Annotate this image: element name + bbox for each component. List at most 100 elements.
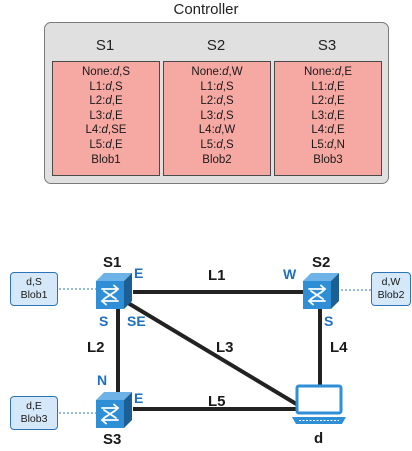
- port-s3-e-label: E: [134, 390, 144, 406]
- rule-row: L4:d,W: [198, 124, 236, 137]
- rule-row: None:d,E: [304, 66, 352, 78]
- rule-destination: d: [222, 66, 229, 78]
- rule-port: E: [336, 80, 345, 93]
- rule-port: S: [225, 138, 234, 151]
- link-l3-label: L3: [216, 339, 234, 356]
- switch-s3-name: S3: [103, 431, 122, 448]
- rule-port: E: [114, 138, 123, 151]
- rule-row: L2:d,E: [311, 95, 345, 108]
- rule-destination: d: [101, 124, 108, 137]
- blob3-name: Blob3: [20, 413, 48, 425]
- rule-link: L1: [89, 80, 103, 93]
- rule-port: S: [122, 66, 130, 78]
- rule-row: None:d,S: [82, 66, 130, 78]
- switch-s2-icon: [303, 273, 339, 309]
- rule-destination: d: [214, 124, 222, 137]
- rule-destination: d: [216, 80, 223, 93]
- rule-row: L5:d,E: [89, 138, 123, 151]
- blob2-name: Blob2: [377, 289, 405, 301]
- link-l5-label: L5: [208, 393, 226, 410]
- port-s2-s-label: S: [324, 313, 334, 329]
- rule-link: None: [304, 66, 332, 78]
- rule-link: L1: [311, 80, 325, 93]
- rule-port: W: [224, 124, 236, 137]
- rule-row: L1:d,E: [311, 80, 345, 93]
- rule-destination: d: [327, 95, 334, 108]
- rule-link: L3: [311, 109, 325, 122]
- controller-s3-header: S3: [317, 37, 337, 54]
- port-s1-se-label: SE: [127, 313, 146, 329]
- controller-s2-header: S2: [206, 37, 226, 54]
- rule-destination: d: [105, 138, 112, 151]
- rule-port: E: [344, 66, 352, 78]
- rule-row: Blob3: [275, 153, 381, 168]
- rule-port: S: [225, 80, 234, 93]
- rule-blob: Blob2: [202, 153, 232, 166]
- rule-row: L5:d,N: [311, 138, 345, 151]
- rule-port: E: [336, 109, 345, 122]
- blob3-box: d,E Blob3: [10, 396, 58, 430]
- port-s3-n-label: N: [97, 372, 108, 388]
- rule-link: L2: [89, 95, 103, 108]
- rule-destination: d: [216, 109, 223, 122]
- rule-port: S: [225, 109, 234, 122]
- blob2-value: d,W: [381, 276, 401, 288]
- blob1-name: Blob1: [20, 289, 48, 301]
- rule-row: L2:d,E: [89, 95, 123, 108]
- rule-row: L3:d,E: [311, 109, 345, 122]
- rule-row: L1:d,S: [89, 80, 123, 93]
- rule-row: L4:d,SE: [85, 124, 127, 137]
- rule-link: L4: [85, 124, 99, 137]
- link-l2-label: L2: [87, 339, 105, 356]
- rule-destination: d: [112, 66, 120, 78]
- rule-row: Blob2: [164, 153, 270, 168]
- rule-row: L3:d,S: [200, 109, 234, 122]
- rule-link: L2: [200, 95, 214, 108]
- link-l3: [126, 301, 300, 407]
- rule-port: SE: [111, 124, 127, 137]
- rule-link: L5: [200, 138, 214, 151]
- rule-link: L3: [89, 109, 103, 122]
- controller-title: Controller: [173, 1, 239, 18]
- rule-link: L3: [200, 109, 214, 122]
- link-l4-label: L4: [330, 339, 348, 356]
- blob2-box: d,W Blob2: [371, 272, 411, 306]
- rule-link: L4: [311, 124, 325, 137]
- blob3-value: d,E: [26, 400, 42, 412]
- rule-port: S: [225, 95, 234, 108]
- switch-s1-name: S1: [103, 254, 122, 271]
- rule-link: L2: [311, 95, 325, 108]
- rule-destination: d: [216, 95, 223, 108]
- port-s1-s-label: S: [99, 313, 109, 329]
- rule-destination: d: [327, 138, 334, 151]
- rule-destination: d: [105, 95, 112, 108]
- controller-s1-header: S1: [95, 37, 115, 54]
- rule-port: E: [114, 95, 123, 108]
- rule-row: None:d,W: [191, 66, 243, 78]
- rule-row: L1:d,S: [200, 80, 234, 93]
- blob1-value: d,S: [26, 276, 42, 288]
- rule-blob: Blob3: [313, 153, 343, 166]
- rule-row: Blob1: [53, 153, 159, 168]
- switch-s1-icon: [96, 273, 132, 309]
- rule-port: E: [336, 95, 345, 108]
- switch-s2-name: S2: [312, 254, 331, 271]
- rule-link: L5: [311, 138, 324, 151]
- rule-destination: d: [327, 109, 334, 122]
- rule-link: L1: [200, 80, 214, 93]
- rule-row: L5:d,S: [200, 138, 234, 151]
- rule-row: L3:d,E: [89, 109, 123, 122]
- rule-row: L4:d,E: [311, 124, 345, 137]
- rule-destination: d: [327, 80, 334, 93]
- rule-link: L5: [89, 138, 103, 151]
- switch-s3-icon: [96, 392, 132, 428]
- rule-destination: d: [105, 109, 112, 122]
- rule-destination: d: [334, 66, 342, 78]
- rule-row: L2:d,S: [200, 95, 234, 108]
- blob1-box: d,S Blob1: [10, 272, 58, 306]
- port-s2-w-label: W: [283, 266, 297, 282]
